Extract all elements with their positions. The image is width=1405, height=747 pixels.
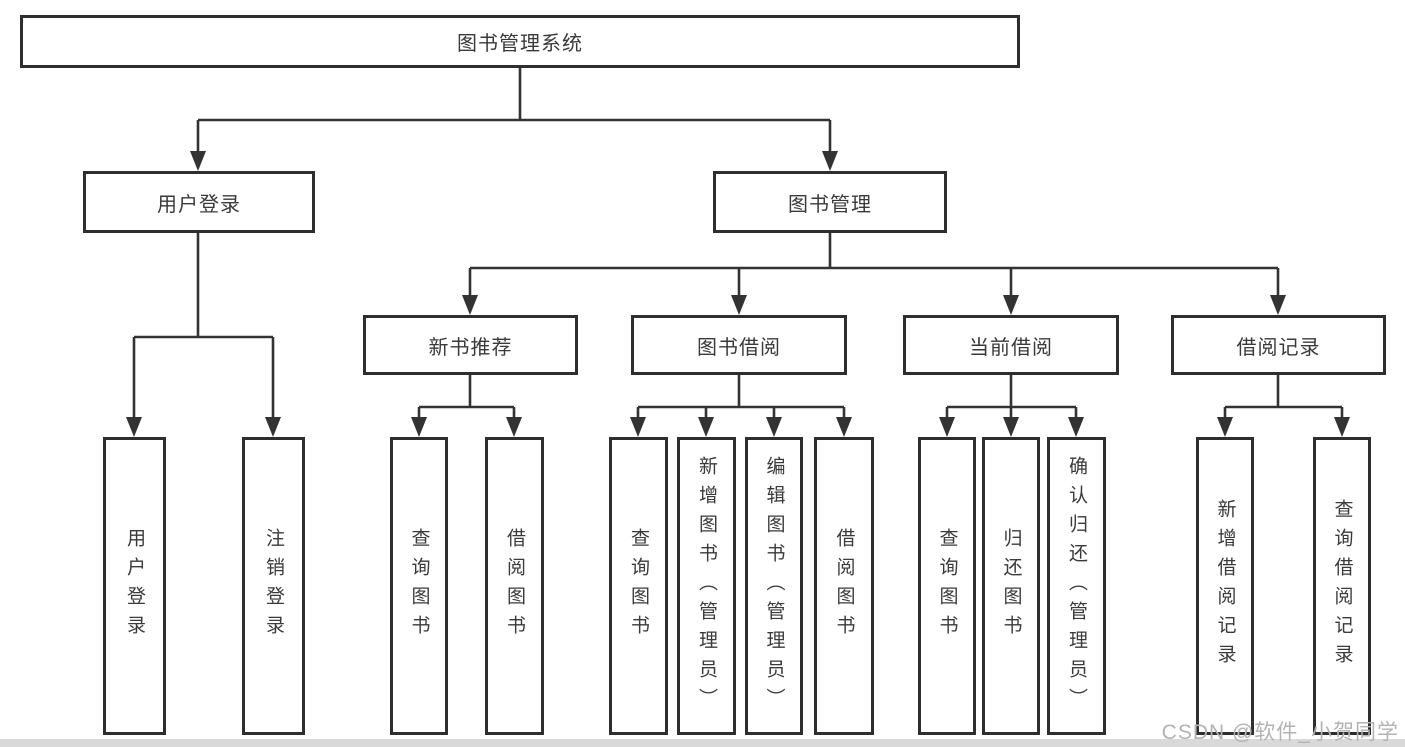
arrowhead-icon: [766, 417, 782, 437]
arrowhead-icon: [190, 151, 206, 171]
node-label: 新增图书（管理员）: [696, 455, 717, 717]
node-leaf-query-book-1: 查询图书: [390, 437, 448, 735]
node-group-new-book-recommend: 新书推荐: [363, 315, 578, 375]
node-label: 借阅图书: [504, 528, 525, 644]
node-label: 借阅图书: [833, 528, 855, 644]
node-group-borrow-record: 借阅记录: [1171, 315, 1386, 375]
arrowhead-icon: [698, 417, 714, 437]
node-group-current-borrow: 当前借阅: [903, 315, 1119, 375]
arrowhead-icon: [1003, 417, 1019, 437]
node-label: 借阅记录: [1236, 336, 1321, 359]
node-label: 注销登录: [263, 528, 284, 644]
node-root-system: 图书管理系统: [20, 15, 1020, 68]
arrowhead-icon: [939, 417, 955, 437]
node-label: 查询图书: [936, 528, 958, 644]
arrowhead-icon: [265, 417, 281, 437]
arrowhead-icon: [1003, 295, 1019, 315]
node-leaf-query-book-2: 查询图书: [609, 437, 668, 735]
node-label: 确认归还（管理员）: [1066, 455, 1087, 717]
node-label: 图书管理系统: [457, 33, 583, 55]
node-label: 编辑图书（管理员）: [763, 455, 785, 717]
node-leaf-query-book-3: 查询图书: [918, 437, 976, 735]
node-leaf-add-borrow-record: 新增借阅记录: [1196, 437, 1254, 735]
node-label: 归还图书: [1000, 528, 1022, 644]
node-leaf-logout: 注销登录: [242, 437, 305, 735]
node-leaf-borrow-book-1: 借阅图书: [485, 437, 544, 735]
node-label: 新书推荐: [428, 336, 513, 359]
node-label: 查询借阅记录: [1331, 499, 1353, 673]
arrowhead-icon: [731, 295, 747, 315]
arrowhead-icon: [630, 417, 646, 437]
arrowhead-icon: [126, 417, 142, 437]
node-group-book-borrow: 图书借阅: [631, 315, 847, 375]
arrowhead-icon: [836, 417, 852, 437]
node-label: 用户登录: [124, 528, 145, 644]
csdn-watermark: CSDN @软件_小贺同学: [1161, 721, 1399, 744]
arrowhead-icon: [411, 417, 427, 437]
node-label: 当前借阅: [969, 336, 1053, 359]
node-leaf-add-book-admin: 新增图书（管理员）: [677, 437, 736, 735]
node-label: 图书借阅: [697, 336, 781, 359]
node-leaf-return-book: 归还图书: [982, 437, 1040, 735]
node-label: 用户登录: [157, 193, 241, 216]
arrowhead-icon: [1270, 295, 1286, 315]
connector-path: [132, 68, 1344, 420]
node-label: 查询图书: [408, 528, 430, 644]
arrowhead-icon: [1068, 417, 1084, 437]
arrowhead-icon: [506, 417, 522, 437]
node-label: 新增借阅记录: [1214, 499, 1236, 673]
node-label: 查询图书: [628, 528, 649, 644]
node-branch-user-login: 用户登录: [83, 171, 315, 233]
arrowhead-icon: [822, 151, 838, 171]
bottom-strip: [0, 739, 1405, 747]
node-label: 图书管理: [788, 193, 872, 216]
node-leaf-user-login: 用户登录: [103, 437, 166, 735]
node-leaf-confirm-return-admin: 确认归还（管理员）: [1047, 437, 1106, 735]
node-leaf-query-borrow-record: 查询借阅记录: [1313, 437, 1371, 735]
arrowhead-icon: [1217, 417, 1233, 437]
node-leaf-borrow-book-2: 借阅图书: [814, 437, 874, 735]
arrowhead-icon: [1334, 417, 1350, 437]
arrowhead-icon: [462, 295, 478, 315]
node-branch-book-management: 图书管理: [713, 171, 947, 233]
node-leaf-edit-book-admin: 编辑图书（管理员）: [745, 437, 803, 735]
